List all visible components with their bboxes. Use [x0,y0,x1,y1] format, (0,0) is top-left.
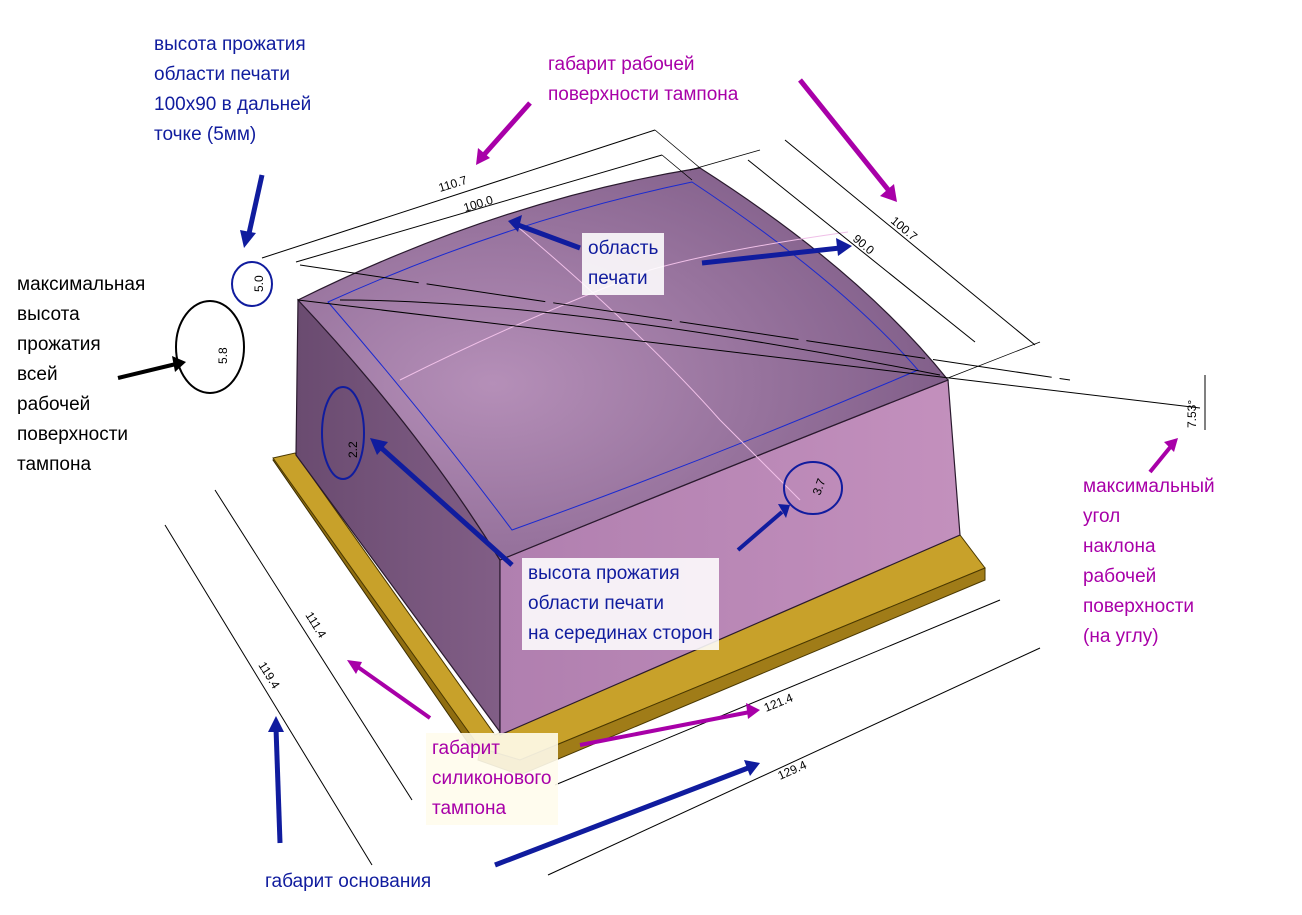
highlight-circle-5-8 [175,300,245,394]
dimension-lines [164,129,1206,876]
dim-2-2: 2.2 [346,441,360,458]
diagonal-line-2 [299,264,1071,381]
label-max-angle: максимальный угол наклона рабочей поверх… [1083,476,1215,647]
dim-5-0: 5.0 [252,275,266,292]
dim-110-7: 110.7 [437,173,469,195]
arc-line [339,299,941,376]
print-area-outline [327,181,919,531]
dim-119-4: 119.4 [255,659,282,691]
label-base-size: габарит основания [265,871,432,892]
dim-3-7: 3.7 [810,476,829,497]
dim-5-8: 5.8 [216,347,230,364]
label-silicone-pad-size: габарит силиконового тампона [426,733,558,825]
highlight-circle-5-0 [231,261,273,307]
diagonal-line-1 [297,299,1201,409]
highlight-circle-2-2 [321,386,365,480]
callout-arrows [117,78,1178,868]
silicone-pad [295,167,1201,736]
label-pad-working-size: габарит рабочей поверхности тампона [548,54,739,105]
dim-129-4: 129.4 [776,758,809,783]
dim-100-0: 100.0 [462,193,495,215]
print-area-center-curve-2 [511,221,801,501]
dim-121-4: 121.4 [762,690,795,714]
dim-7-53: 7.53° [1185,400,1199,428]
label-max-depth-all: максимальная высота прожатия всей рабоче… [17,274,146,475]
label-depth-mid-sides: высота прожатия области печати на середи… [522,558,719,650]
label-depth-print-far: высота прожатия области печати 100x90 в … [154,34,312,145]
dim-111-4: 111.4 [302,609,329,641]
label-print-area: область печати [582,233,665,295]
highlight-circle-3-7 [783,461,843,515]
dim-90-0: 90.0 [850,232,877,258]
